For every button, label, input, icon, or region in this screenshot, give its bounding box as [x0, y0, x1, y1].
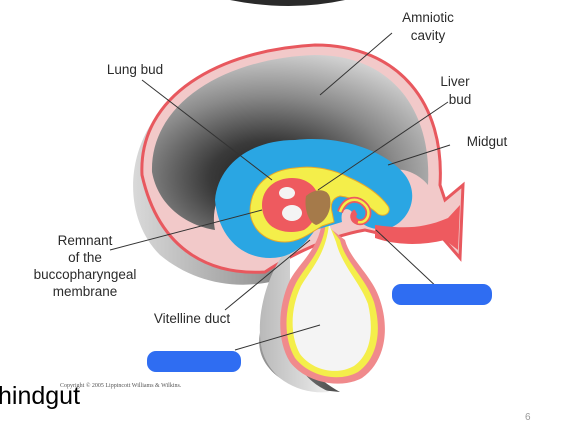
pointer-lung-bud [141, 79, 273, 181]
pharynx-lumen [279, 187, 295, 199]
label-amniotic-line2: cavity [411, 28, 446, 43]
foregut-region [262, 178, 319, 233]
label-lung-bud: Lung bud [107, 62, 163, 77]
liver-bud [305, 190, 331, 225]
pointer-amniotic [319, 32, 393, 96]
hindgut-endoderm [338, 198, 370, 224]
copyright-notice: Copyright © 2005 Lippincott Williams & W… [60, 383, 182, 389]
label-vitelline: Vitelline duct [154, 311, 231, 326]
label-remnant-line4: membrane [53, 284, 118, 299]
yolk-sac-shadow [259, 245, 330, 393]
label-remnant-line3: buccopharyngeal [34, 267, 137, 282]
label-liver-line1: Liver [440, 74, 470, 89]
yolk-sac-cavity [292, 224, 371, 371]
label-amniotic-line1: Amniotic [402, 10, 454, 25]
label-midgut: Midgut [467, 134, 508, 149]
stomodeum-lumen [282, 205, 302, 221]
upper-structure-edge [230, 0, 345, 6]
label-liver-line2: bud [449, 92, 472, 107]
slide-caption: hindgut [0, 382, 81, 410]
pointer-remnant [109, 209, 263, 251]
pointer-blank-right [375, 229, 441, 291]
pointer-vitelline [224, 239, 311, 311]
label-remnant-line1: Remnant [58, 233, 113, 248]
page-number: 6 [525, 412, 531, 423]
pointer-lines [109, 32, 451, 351]
pointer-midgut [387, 144, 451, 166]
answer-blank-right[interactable] [392, 284, 492, 305]
answer-blank-left[interactable] [147, 351, 241, 372]
pointer-liver-bud [317, 101, 449, 191]
label-remnant-line2: of the [68, 250, 102, 265]
pointer-blank-left [234, 324, 321, 351]
connecting-stalk [375, 205, 460, 250]
